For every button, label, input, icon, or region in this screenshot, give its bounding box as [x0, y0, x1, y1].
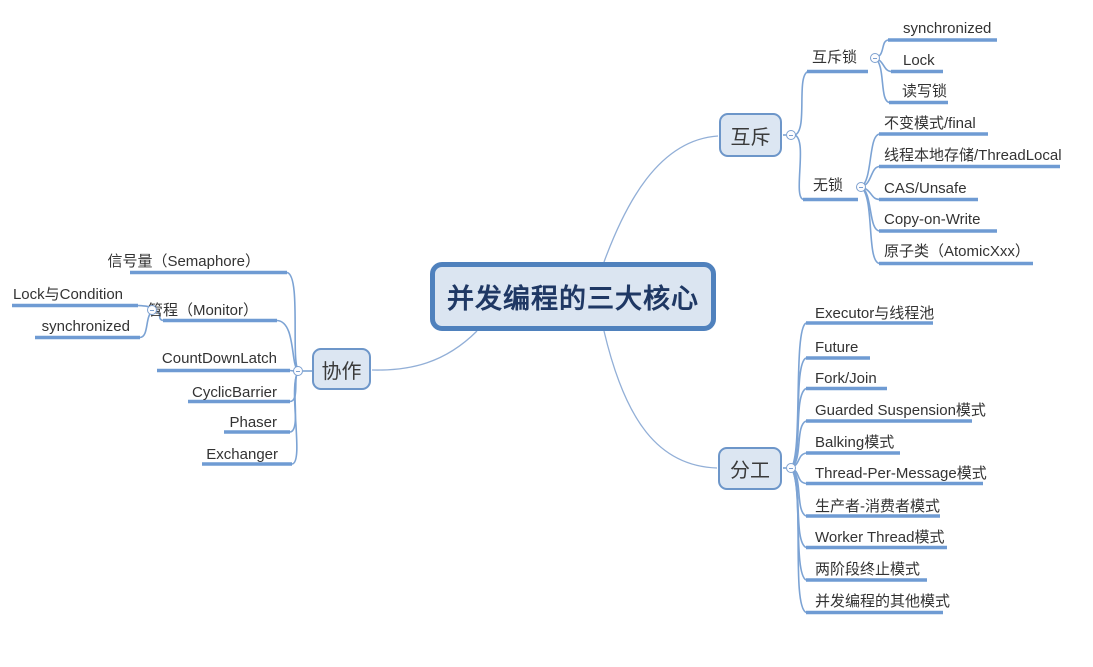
topic-cas-unsafe[interactable]: CAS/Unsafe [884, 180, 967, 197]
topic-producer-consumer[interactable]: 生产者-消费者模式 [815, 498, 940, 515]
branch-mutual-exclusion[interactable]: 互斥 [719, 113, 782, 157]
collapse-icon-lock-free[interactable] [856, 182, 866, 192]
topic-cyclicbarrier[interactable]: CyclicBarrier [191, 384, 277, 401]
collapse-icon-monitor[interactable] [147, 305, 157, 315]
topic-lock-condition[interactable]: Lock与Condition [12, 286, 123, 303]
topic-monitor[interactable]: 管程（Monitor） [147, 302, 258, 319]
topic-two-phase-termination[interactable]: 两阶段终止模式 [815, 561, 921, 578]
topic-immutable-final[interactable]: 不变模式/final [884, 115, 976, 132]
connector-root-mutual-exclusion [603, 135, 719, 263]
topic-underlines [12, 38, 1060, 615]
topic-lock[interactable]: Lock [903, 52, 935, 69]
topic-phaser[interactable]: Phaser [229, 414, 277, 431]
topic-future[interactable]: Future [815, 339, 859, 356]
topic-guarded-suspension[interactable]: Guarded Suspension模式 [815, 402, 986, 419]
topic-synchronized[interactable]: synchronized [903, 20, 992, 37]
topic-threadlocal[interactable]: 线程本地存储/ThreadLocal [884, 147, 1062, 164]
connector-root-division [603, 330, 718, 469]
topic-exchanger[interactable]: Exchanger [206, 446, 278, 463]
topic-lock-free[interactable]: 无锁 [813, 177, 844, 194]
topic-mutex-lock[interactable]: 互斥锁 [812, 49, 858, 66]
collapse-icon-cooperation[interactable] [293, 366, 303, 376]
collapse-icon-mutex-lock[interactable] [870, 53, 880, 63]
branch-cooperation[interactable]: 协作 [312, 348, 371, 390]
root-branch-connectors [371, 135, 719, 469]
branch-division-of-work[interactable]: 分工 [718, 447, 782, 490]
topic-read-write-lock[interactable]: 读写锁 [902, 83, 948, 100]
topic-worker-thread[interactable]: Worker Thread模式 [815, 529, 945, 546]
collapse-icon-division-of-work[interactable] [786, 463, 796, 473]
topic-balking[interactable]: Balking模式 [815, 434, 895, 451]
topic-thread-per-message[interactable]: Thread-Per-Message模式 [815, 465, 987, 482]
topic-copy-on-write[interactable]: Copy-on-Write [884, 211, 981, 228]
topic-synchronized-left[interactable]: synchronized [41, 318, 130, 335]
topic-executor-threadpool[interactable]: Executor与线程池 [815, 305, 935, 322]
collapse-icon-mutual-exclusion[interactable] [786, 130, 796, 140]
topic-countdownlatch[interactable]: CountDownLatch [161, 350, 277, 367]
topic-forkjoin[interactable]: Fork/Join [815, 370, 877, 387]
topic-semaphore[interactable]: 信号量（Semaphore） [107, 253, 260, 270]
connector-root-cooperation [371, 330, 478, 371]
topic-other-patterns[interactable]: 并发编程的其他模式 [815, 593, 951, 610]
topic-atomic-classes[interactable]: 原子类（AtomicXxx） [884, 243, 1030, 260]
central-topic[interactable]: 并发编程的三大核心 [430, 262, 716, 331]
mutual-exclusion-connectors [783, 39, 893, 265]
